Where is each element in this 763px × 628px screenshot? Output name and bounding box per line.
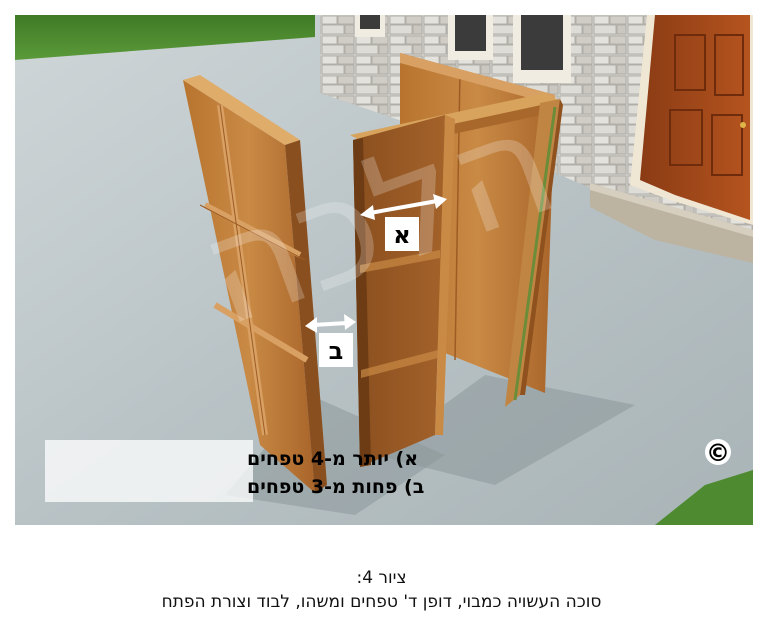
door-step [590,183,753,263]
figure-caption: ציור 4: סוכה העשויה כמבוי, דופן ד' טפחים… [0,568,763,612]
house-window-left [355,15,385,37]
shadow-left [225,395,445,515]
marker-b-box: ב [319,333,353,367]
marker-a-box: א [385,217,419,251]
double-arrow-icon [360,194,447,220]
legend-line-b: ב) פחות מ-3 טפחים [247,476,424,498]
figure-number: ציור 4: [356,568,407,588]
legend: א) יותר מ-4 טפחים ב) פחות מ-3 טפחים [45,440,424,502]
copyright-icon: © [705,439,731,467]
illustration: הלכה א ב א) יותר מ-4 טפחים ב) פחות מ-3 ט… [15,15,753,525]
grass-corner [655,470,753,525]
house-window-mid [448,15,493,60]
marker-b: ב [329,337,344,365]
house-door [630,15,753,225]
grass-area [15,15,315,60]
left-framed-wall [183,75,327,493]
legend-line-a: א) יותר מ-4 טפחים [247,448,418,470]
shadow-right [375,375,635,485]
marker-a: א [393,221,410,249]
copyright-symbol: © [706,439,730,467]
house-window-right [513,15,571,83]
caption-text: סוכה העשויה כמבוי, דופן ד' טפחים ומשהו, … [161,592,602,612]
double-arrow-icon [305,314,356,333]
